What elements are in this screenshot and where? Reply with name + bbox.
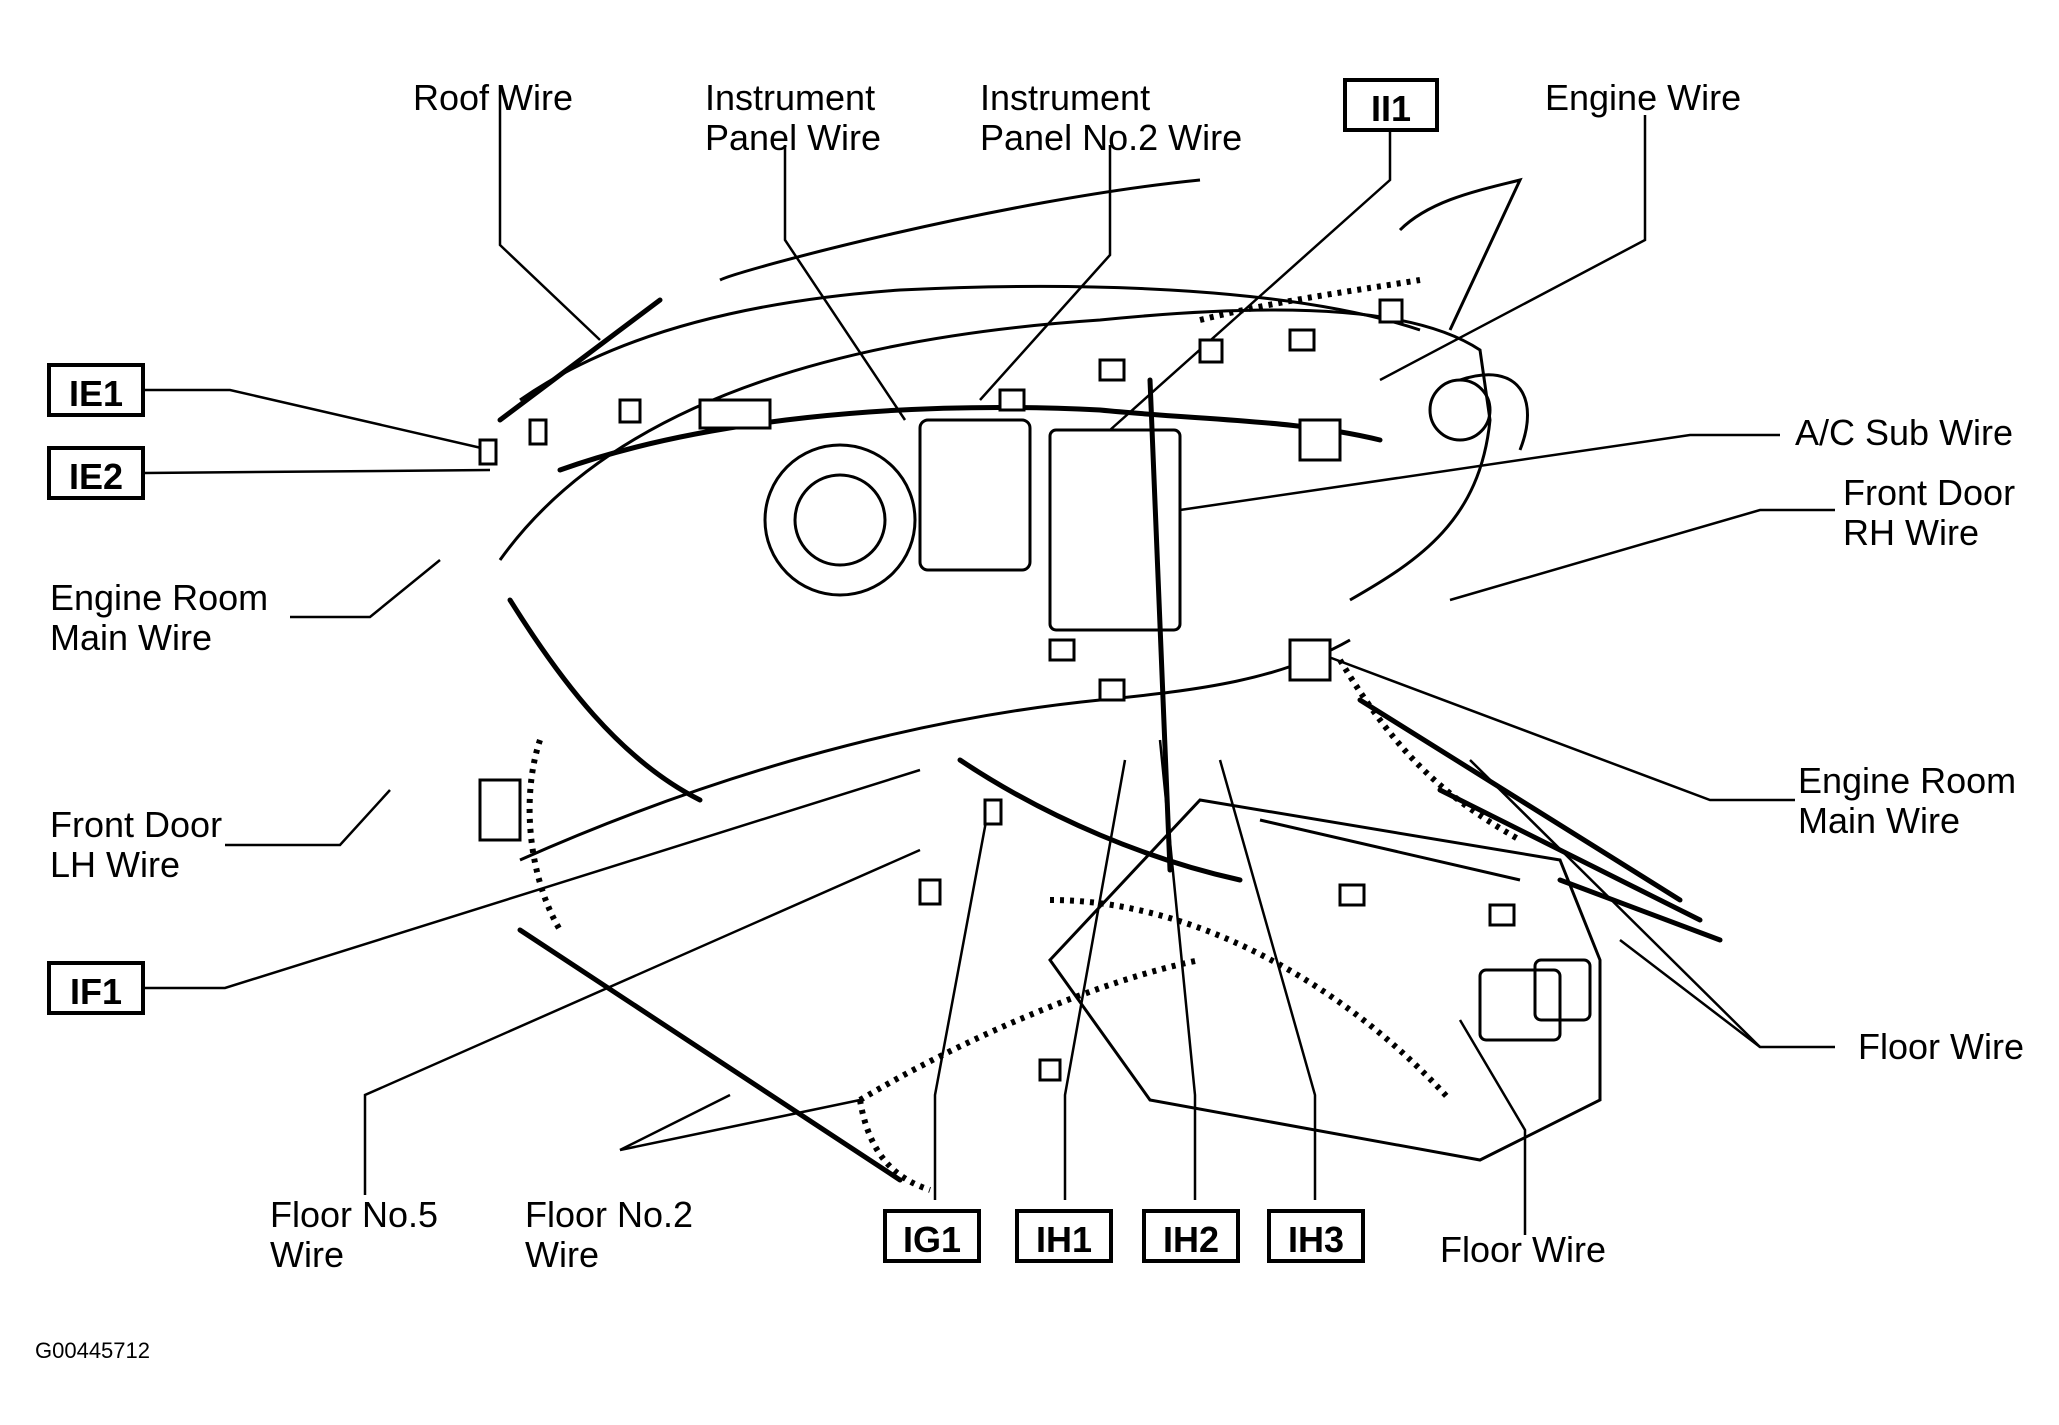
figure-id: G00445712 bbox=[35, 1338, 150, 1363]
dotted-harness-runs bbox=[526, 277, 1522, 1193]
connector-code-ii1: II1 bbox=[1343, 78, 1439, 132]
label-instrument-panel-wire: Instrument Panel Wire bbox=[705, 77, 882, 158]
dashboard-outline bbox=[498, 177, 1529, 862]
connector-code-ih3: IH3 bbox=[1267, 1209, 1365, 1263]
connector-code-ih1: IH1 bbox=[1015, 1209, 1113, 1263]
leader-lines bbox=[144, 85, 1835, 1235]
connector-code-ih2: IH2 bbox=[1142, 1209, 1240, 1263]
connector-code-ie2: IE2 bbox=[47, 446, 145, 500]
label-floor-wire-right: Floor Wire bbox=[1858, 1026, 2025, 1067]
label-front-door-rh-wire: Front Door RH Wire bbox=[1843, 472, 2016, 553]
label-engine-room-main-wire-left: Engine Room Main Wire bbox=[50, 577, 269, 658]
label-instrument-panel-no2-wire: Instrument Panel No.2 Wire bbox=[980, 77, 1243, 158]
center-console bbox=[1048, 798, 1602, 1162]
connector-code-ig1: IG1 bbox=[883, 1209, 981, 1263]
label-floor-wire-bottom: Floor Wire bbox=[1440, 1229, 1607, 1270]
label-floor-no5-wire: Floor No.5 Wire bbox=[270, 1194, 439, 1275]
connector-blocks bbox=[478, 298, 1516, 1082]
label-front-door-lh-wire: Front Door LH Wire bbox=[50, 804, 223, 885]
label-floor-no2-wire: Floor No.2 Wire bbox=[525, 1194, 694, 1275]
label-engine-room-main-wire-right: Engine Room Main Wire bbox=[1798, 760, 2017, 841]
connector-code-ie1: IE1 bbox=[47, 363, 145, 417]
label-ac-sub-wire: A/C Sub Wire bbox=[1795, 412, 2014, 453]
connector-code-if1: IF1 bbox=[47, 961, 145, 1015]
label-roof-wire: Roof Wire bbox=[413, 77, 574, 118]
wire-harness-runs bbox=[497, 297, 1723, 1183]
label-engine-wire-top: Engine Wire bbox=[1545, 77, 1742, 118]
